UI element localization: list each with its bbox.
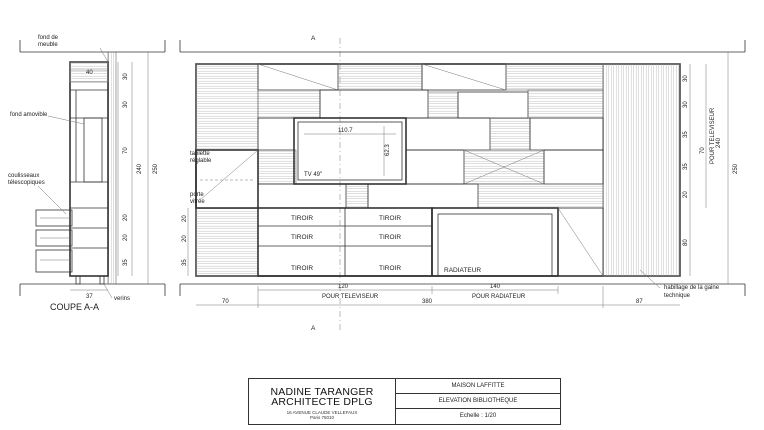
architect-address: 16 AVENUE CLAUDE VELLEFAUX Paris 75010 (286, 410, 358, 420)
svg-text:20: 20 (182, 215, 188, 222)
svg-text:250: 250 (153, 163, 159, 174)
svg-text:120: 120 (338, 284, 349, 290)
drawer-label: TIROIR (291, 215, 313, 222)
label-porte-1: porte (190, 192, 204, 198)
drawer-label: TIROIR (291, 265, 313, 272)
label-habillage-1: habillage de la gaine (664, 285, 720, 291)
svg-text:35: 35 (123, 259, 129, 266)
section-marker-top: A (311, 35, 316, 42)
radiator-label: RADIATEUR (444, 267, 481, 274)
svg-text:30: 30 (123, 101, 129, 108)
svg-text:35: 35 (182, 259, 188, 266)
section-view: 40 30 30 70 20 20 35 240 250 fond de meu… (8, 35, 166, 312)
section-height-dims: 30 30 70 20 20 35 240 250 (123, 73, 159, 266)
label-coulisseaux-2: télescopiques (8, 180, 45, 186)
bottom-pour-tv: POUR TELEVISEUR (322, 294, 379, 300)
bottom-pour-radiateur: POUR RADIATEUR (472, 294, 526, 300)
section-top-depth: 40 (86, 70, 93, 76)
label-tablette-1: tablette (190, 151, 210, 157)
label-fond-meuble-2: meuble (38, 42, 58, 48)
right-pour-tv: POUR TELEVISEUR (710, 107, 716, 164)
svg-text:20: 20 (182, 235, 188, 242)
label-coulisseaux-1: coulisseaux (8, 173, 39, 179)
sheet-info: MAISON LAFFITTE ELEVATION BIBLIOTHEQUE E… (396, 379, 560, 424)
svg-text:240: 240 (716, 137, 722, 148)
architect-block: NADINE TARANGER ARCHITECTE DPLG 16 AVENU… (249, 379, 396, 424)
label-fond-amovible: fond amovible (10, 112, 48, 118)
title-block: NADINE TARANGER ARCHITECTE DPLG 16 AVENU… (248, 378, 561, 425)
drawer-label: TIROIR (379, 234, 401, 241)
drawer-label: TIROIR (379, 215, 401, 222)
drawing-scale: Echelle : 1/20 (459, 413, 497, 419)
svg-text:20: 20 (683, 191, 689, 198)
label-tablette-2: réglable (190, 158, 212, 164)
svg-text:70: 70 (222, 299, 229, 305)
label-fond-meuble-1: fond de (38, 35, 59, 41)
section-title: COUPE A-A (50, 302, 99, 312)
tv-width: 110.7 (338, 128, 353, 134)
tv-label: TV 49" (304, 172, 322, 178)
architect-name: NADINE TARANGER ARCHITECTE DPLG (270, 386, 374, 408)
section-bottom-depth: 37 (86, 294, 93, 300)
sheet-title: ELEVATION BIBLIOTHEQUE (396, 394, 560, 409)
svg-text:380: 380 (422, 299, 433, 305)
right-height-dims: 30 30 35 35 20 80 70 POUR TELEVISEUR 240… (683, 75, 739, 246)
svg-text:70: 70 (700, 147, 706, 154)
svg-text:250: 250 (733, 163, 739, 174)
label-verins: verins (114, 296, 130, 302)
tv-height: 62.3 (385, 144, 391, 156)
svg-text:240: 240 (137, 163, 143, 174)
svg-text:87: 87 (636, 299, 643, 305)
svg-text:30: 30 (683, 75, 689, 82)
svg-text:80: 80 (683, 239, 689, 246)
project-name: MAISON LAFFITTE (396, 379, 560, 394)
svg-text:30: 30 (123, 73, 129, 80)
svg-text:30: 30 (683, 101, 689, 108)
drawer-label: TIROIR (379, 265, 401, 272)
label-habillage-2: technique (664, 293, 691, 299)
svg-text:35: 35 (683, 163, 689, 170)
svg-text:70: 70 (123, 147, 129, 154)
section-marker-bottom: A (311, 325, 316, 332)
label-porte-2: vitrée (190, 199, 205, 205)
drawer-label: TIROIR (291, 234, 313, 241)
svg-text:35: 35 (683, 131, 689, 138)
svg-text:140: 140 (490, 284, 501, 290)
elevation-view: A A (179, 35, 746, 332)
svg-text:20: 20 (123, 234, 129, 241)
svg-text:20: 20 (123, 214, 129, 221)
